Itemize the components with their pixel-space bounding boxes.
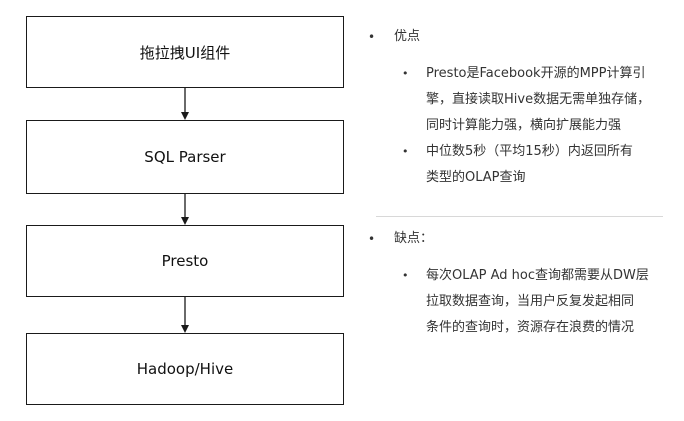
flow-box-label: Hadoop/Hive [136, 360, 234, 378]
pros-title-text: 优点 [394, 29, 421, 44]
cons-title-text: 缺点： [394, 231, 434, 246]
bullet-icon: • [402, 145, 409, 158]
arrow-3-head [181, 325, 189, 333]
cons-section: • 缺点： • 每次OLAP Ad hoc查询都需要从DW层 拉取数据查询，当用… [366, 229, 676, 341]
pros-items: • Presto是Facebook开源的MPP计算引 擎，直接读取Hive数据无… [366, 61, 676, 191]
cons-title: • 缺点： [366, 229, 676, 249]
flow-box-label: SQL Parser [144, 148, 226, 166]
pros-section: • 优点 • Presto是Facebook开源的MPP计算引 擎，直接读取Hi… [366, 27, 676, 191]
flow-box-label: 拖拉拽UI组件 [139, 43, 231, 62]
arrow-1 [181, 88, 189, 120]
flow-box-presto: Presto [26, 225, 344, 297]
bullet-icon: • [368, 232, 376, 246]
pros-item-line: Presto是Facebook开源的MPP计算引 [426, 66, 646, 81]
arrow-2-head [181, 217, 189, 225]
flow-box-sql-parser: SQL Parser [26, 120, 344, 194]
flow-box-hadoop-hive: Hadoop/Hive [26, 333, 344, 405]
pros-item-line: 同时计算能力强，横向扩展能力强 [426, 118, 622, 133]
cons-items: • 每次OLAP Ad hoc查询都需要从DW层 拉取数据查询，当用户反复发起相… [366, 263, 676, 341]
arrow-1-head [181, 112, 189, 120]
pros-item: • 中位数5秒（平均15秒）内返回所有 类型的OLAP查询 [366, 139, 676, 191]
flow-box-label: Presto [161, 252, 209, 270]
section-divider [376, 216, 663, 217]
cons-item: • 每次OLAP Ad hoc查询都需要从DW层 拉取数据查询，当用户反复发起相… [366, 263, 676, 341]
arrow-2 [181, 194, 189, 225]
pros-item-line: 擎，直接读取Hive数据无需单独存储， [426, 92, 651, 107]
bullet-icon: • [368, 30, 376, 44]
arrow-3 [181, 297, 189, 333]
pros-item-line: 类型的OLAP查询 [426, 170, 526, 185]
cons-item-line: 条件的查询时，资源存在浪费的情况 [426, 320, 635, 335]
flow-box-ui-components: 拖拉拽UI组件 [26, 16, 344, 88]
cons-item-line: 拉取数据查询，当用户反复发起相同 [426, 294, 635, 309]
pros-title: • 优点 [366, 27, 676, 47]
cons-item-line: 每次OLAP Ad hoc查询都需要从DW层 [426, 268, 649, 283]
bullet-icon: • [402, 67, 409, 80]
bullet-icon: • [402, 269, 409, 282]
pros-item-line: 中位数5秒（平均15秒）内返回所有 [426, 144, 633, 159]
pros-item: • Presto是Facebook开源的MPP计算引 擎，直接读取Hive数据无… [366, 61, 676, 139]
